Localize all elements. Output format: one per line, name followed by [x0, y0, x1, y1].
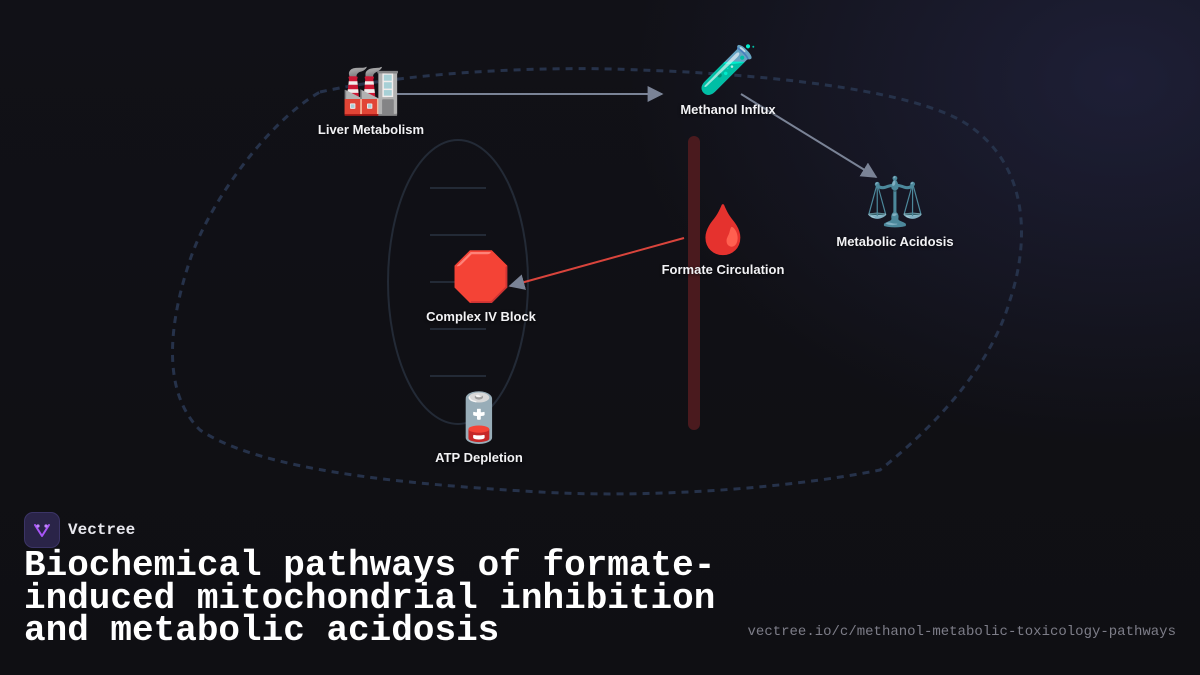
node-formate-circulation[interactable]: 🩸 Formate Circulation	[623, 202, 823, 277]
node-label: Formate Circulation	[661, 262, 785, 277]
source-url[interactable]: vectree.io/c/methanol-metabolic-toxicolo…	[747, 624, 1176, 640]
low-battery-icon: 🪫	[449, 390, 509, 446]
node-complex-iv-block[interactable]: 🛑 Complex IV Block	[381, 249, 581, 324]
edge-formate-to-complex	[508, 237, 685, 290]
node-metabolic-acidosis[interactable]: ⚖️ Metabolic Acidosis	[795, 174, 995, 249]
test-tube-icon: 🧪	[698, 42, 758, 98]
node-label: ATP Depletion	[435, 450, 523, 465]
scales-icon: ⚖️	[865, 174, 925, 230]
node-methanol-influx[interactable]: 🧪 Methanol Influx	[628, 42, 828, 117]
node-atp-depletion[interactable]: 🪫 ATP Depletion	[379, 390, 579, 465]
factory-icon: 🏭	[341, 62, 401, 118]
vectree-logo-icon	[24, 512, 60, 548]
cell-outline	[171, 67, 1023, 496]
edge-methanol-to-acidosis	[740, 93, 878, 178]
node-label: Complex IV Block	[426, 309, 536, 324]
node-label: Metabolic Acidosis	[836, 234, 954, 249]
brand-name: Vectree	[68, 521, 136, 539]
brand: Vectree	[24, 512, 135, 548]
node-label: Methanol Influx	[680, 102, 776, 117]
stop-sign-icon: 🛑	[451, 249, 511, 305]
page-title: Biochemical pathways of formate-induced …	[24, 545, 716, 651]
node-label: Liver Metabolism	[317, 122, 425, 137]
blood-drop-icon: 🩸	[693, 202, 753, 258]
node-liver-metabolism[interactable]: 🏭 Liver Metabolism	[271, 62, 471, 137]
